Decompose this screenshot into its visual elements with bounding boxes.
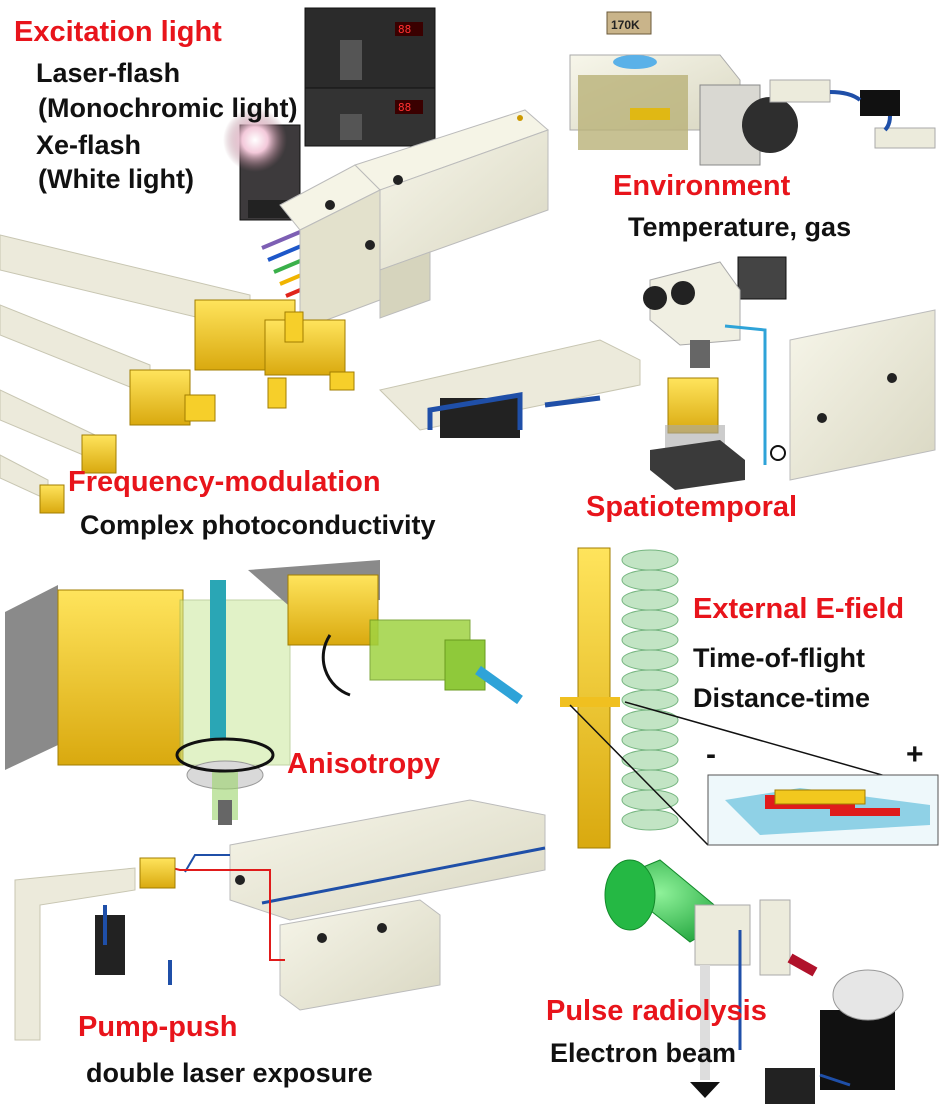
- cryostat-icon: 170K: [569, 11, 936, 166]
- anisotropy-setup: [5, 560, 523, 825]
- excitation-line-2: (Monochromic light): [38, 93, 298, 123]
- pumppush-heading: Pump-push: [78, 1011, 238, 1043]
- efield-line-1: Time-of-flight: [693, 643, 865, 673]
- excitation-line-1: Laser-flash: [36, 58, 181, 88]
- pulse-heading: Pulse radiolysis: [546, 995, 767, 1027]
- excitation-heading: Excitation light: [14, 16, 222, 48]
- svg-text:170K: 170K: [611, 18, 640, 32]
- pumppush-line-1: double laser exposure: [86, 1058, 373, 1088]
- efield-line-2: Distance-time: [693, 683, 871, 713]
- svg-text:88: 88: [398, 23, 411, 36]
- housing-top: [279, 109, 549, 331]
- efield-heading: External E-field: [693, 593, 905, 625]
- plus-sign: +: [906, 738, 924, 771]
- efield-setup: [560, 547, 939, 849]
- microscope-icon: [379, 256, 936, 490]
- frequency-heading: Frequency-modulation: [68, 466, 381, 498]
- spatiotemporal-heading: Spatiotemporal: [586, 491, 798, 523]
- laser-flash-icon: 88 88: [304, 7, 436, 147]
- pulse-line-1: Electron beam: [550, 1038, 737, 1068]
- waveguide-icon: [0, 234, 355, 514]
- environment-line-1: Temperature, gas: [628, 212, 852, 242]
- pumppush-setup: [14, 799, 546, 1041]
- environment-heading: Environment: [613, 170, 791, 202]
- frequency-line-1: Complex photoconductivity: [80, 510, 436, 540]
- electron-gun-icon: [604, 859, 904, 1104]
- svg-text:88: 88: [398, 101, 411, 114]
- excitation-line-4: (White light): [38, 164, 194, 194]
- minus-sign: -: [706, 738, 716, 771]
- anisotropy-heading: Anisotropy: [287, 748, 441, 780]
- excitation-line-3: Xe-flash: [36, 130, 142, 160]
